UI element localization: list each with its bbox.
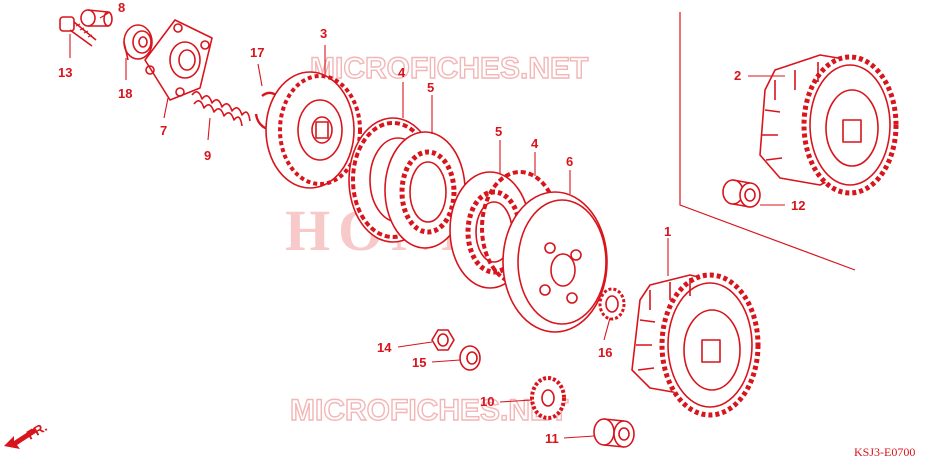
callout-8: 8 xyxy=(118,0,125,15)
callout-3: 3 xyxy=(320,26,327,41)
washer-part-15 xyxy=(459,345,481,371)
clutch-outer-part-1 xyxy=(631,272,761,418)
callout-13: 13 xyxy=(58,65,72,80)
callout-6: 6 xyxy=(566,154,573,169)
clutch-center-part-3 xyxy=(265,71,362,189)
callout-14: 14 xyxy=(377,340,392,355)
bearing-part-18 xyxy=(123,24,153,61)
callout-4b: 4 xyxy=(531,136,539,151)
callout-18: 18 xyxy=(118,86,132,101)
spring-part-9 xyxy=(191,91,251,127)
callout-7: 7 xyxy=(160,123,167,138)
callout-12: 12 xyxy=(791,198,805,213)
lock-washer-part-16 xyxy=(598,287,626,321)
callout-5a: 5 xyxy=(427,80,434,95)
leader-lines xyxy=(69,11,785,439)
callout-1: 1 xyxy=(664,224,671,239)
callout-2: 2 xyxy=(734,68,741,83)
callout-9: 9 xyxy=(204,148,211,163)
lifter-plate-part-7 xyxy=(144,19,213,101)
inset-divider xyxy=(679,12,856,271)
watermark-top: MICROFICHES.NET xyxy=(310,52,588,85)
bolt-part-13 xyxy=(59,16,97,47)
callout-11: 11 xyxy=(545,431,559,446)
nut-part-14 xyxy=(431,329,455,351)
clutch-outer-part-2 xyxy=(759,54,899,196)
watermark-bottom: MICROFICHES.NET xyxy=(290,394,568,427)
bushing-part-12 xyxy=(722,179,761,208)
front-direction-arrow-icon xyxy=(4,428,37,449)
callout-10: 10 xyxy=(480,394,494,409)
callout-15: 15 xyxy=(412,355,426,370)
callout-17: 17 xyxy=(250,45,264,60)
callout-5b: 5 xyxy=(495,124,502,139)
gear-part-10 xyxy=(530,376,566,420)
collar-part-11 xyxy=(593,418,635,448)
callout-16: 16 xyxy=(598,345,612,360)
pin-part-8 xyxy=(80,9,113,27)
callout-4a: 4 xyxy=(398,65,406,80)
pressure-plate-part-6 xyxy=(502,191,608,333)
direction-label: FR. xyxy=(24,419,50,442)
diagram-code: KSJ3-E0700 xyxy=(854,445,915,459)
